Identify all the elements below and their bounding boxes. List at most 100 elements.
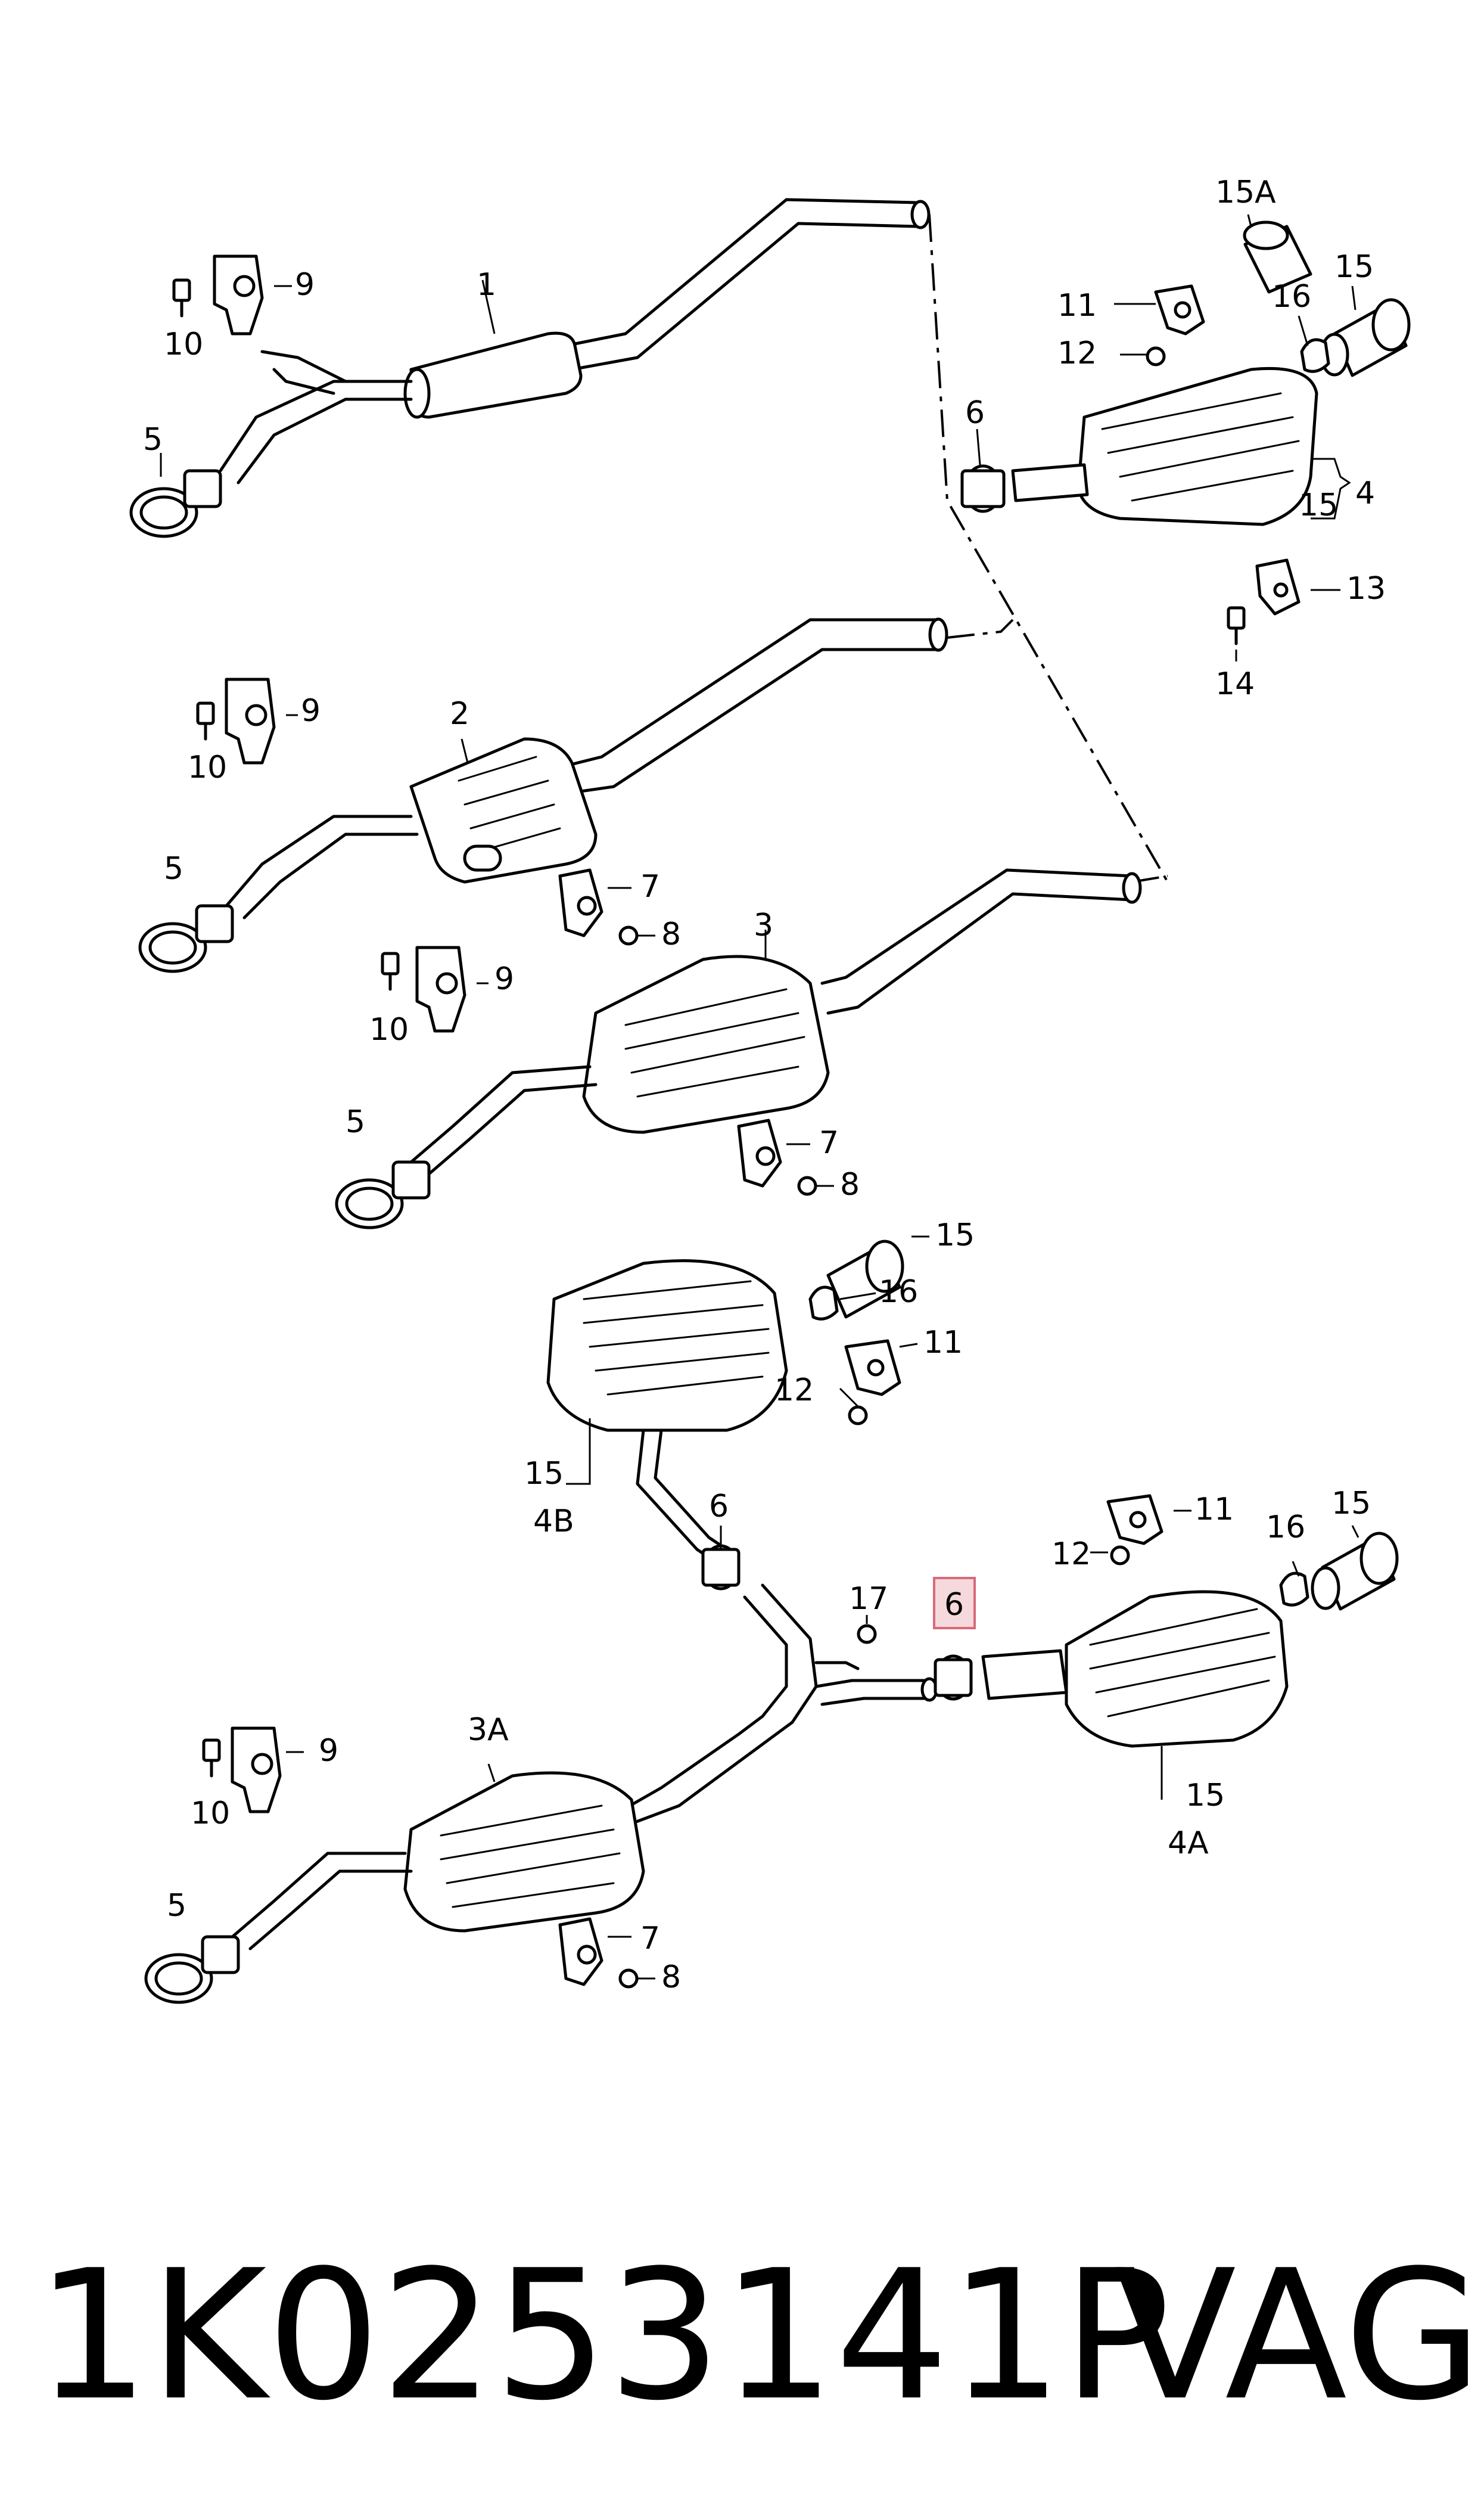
callout-9: 9: [295, 267, 315, 303]
callout-12: 12: [1057, 336, 1097, 371]
callout-9-c: 9: [494, 961, 514, 997]
callout-8-c: 8: [661, 1959, 681, 1995]
assembly-3-middle-silencer: [335, 868, 1142, 1229]
y-pipe: [618, 1583, 938, 1825]
callout-15b: 15: [1299, 487, 1338, 523]
callout-11: 11: [1057, 288, 1097, 324]
nut-8: [618, 925, 639, 946]
nut-12-b: [848, 1405, 868, 1425]
hanger-11: [1154, 284, 1205, 336]
clip-16-c: [1279, 1571, 1309, 1607]
callout-8: 8: [661, 917, 681, 952]
callout-11-c: 11: [1194, 1492, 1234, 1527]
clamp-5-b: [138, 904, 234, 973]
nut-17: [857, 1624, 877, 1644]
callout-10-d: 10: [191, 1796, 230, 1831]
callout-4B: 4B: [533, 1504, 574, 1539]
brand-name: VAG: [1114, 2232, 1483, 2440]
callout-15-f: 15: [1186, 1778, 1225, 1813]
callout-7-c: 7: [640, 1921, 660, 1956]
callout-4: 4: [1355, 476, 1375, 511]
assembly-1-front-silencer: [129, 198, 931, 538]
bolt-10: [172, 278, 191, 318]
nut-12: [1146, 346, 1166, 366]
clamp-6-b: [701, 1544, 741, 1591]
callout-15: 15: [1334, 249, 1374, 285]
clip-16-b: [808, 1285, 839, 1321]
callout-9-b: 9: [301, 693, 321, 729]
part-number: 1K0253141P: [36, 2232, 1171, 2440]
callout-2: 2: [450, 696, 469, 732]
hanger-9-b: [225, 678, 276, 765]
hanger-7-c: [558, 1917, 603, 1986]
callout-6-b: 6: [709, 1489, 729, 1524]
callout-15-c: 15: [935, 1217, 975, 1253]
bolt-10-b: [196, 701, 215, 741]
callout-16-b: 16: [879, 1274, 918, 1310]
callout-17: 17: [849, 1581, 888, 1617]
callout-10: 10: [164, 327, 203, 362]
assembly-3A-middle-silencer: [144, 1726, 645, 2004]
callout-labels: 1 9 10 5 15A 15 16 11 12 6 15 4 13 14 2 …: [143, 175, 1386, 1995]
callout-10-b: 10: [188, 750, 227, 785]
callout-5-b: 5: [164, 851, 183, 887]
bolt-14: [1227, 606, 1246, 645]
callout-14: 14: [1215, 666, 1255, 702]
clamp-6-highlighted: [934, 1654, 973, 1701]
tailpipe-15A: [1243, 220, 1312, 294]
clip-16: [1300, 338, 1330, 373]
callout-1: 1: [477, 267, 496, 303]
tailpipe-15-c: [1311, 1532, 1399, 1611]
callout-15-e: 15: [1331, 1486, 1371, 1521]
callout-12-b: 12: [774, 1372, 814, 1408]
tailpipe-15-b: [826, 1240, 904, 1319]
callout-7: 7: [640, 869, 660, 905]
callout-8-b: 8: [840, 1167, 860, 1203]
callout-5-d: 5: [167, 1888, 186, 1924]
assembly-2-middle-silencer: [138, 617, 948, 973]
clamp-5-c: [335, 1160, 431, 1229]
callout-5-c: 5: [346, 1104, 365, 1140]
callout-3A: 3A: [468, 1712, 509, 1748]
callout-12-c: 12: [1051, 1536, 1091, 1572]
hanger-9: [213, 254, 264, 336]
tailpipe-15: [1320, 298, 1411, 377]
callout-5: 5: [143, 422, 163, 458]
callout-6: 6: [965, 395, 985, 431]
callout-3: 3: [754, 908, 773, 943]
clamp-6-top: [960, 464, 1006, 513]
assembly-4A-rear-silencer: [981, 1494, 1399, 1748]
clamp-5-d: [144, 1935, 240, 2004]
leader-lines: [274, 214, 1359, 1980]
bracket-13: [1255, 558, 1301, 616]
hanger-11-c: [1106, 1494, 1163, 1545]
connection-line: [928, 214, 1169, 883]
connection-line: [947, 619, 1014, 639]
callout-11-b: 11: [923, 1325, 963, 1361]
assembly-4B-rear-silencer: [546, 1240, 904, 1591]
hanger-7-b: [737, 1119, 782, 1188]
bolt-10-d: [202, 1738, 221, 1778]
nut-8-c: [618, 1968, 639, 1989]
hanger-7: [558, 868, 603, 937]
bolt-10-c: [381, 952, 400, 991]
callout-15-d: 15: [524, 1456, 564, 1492]
callout-4A: 4A: [1168, 1825, 1209, 1861]
callout-15A: 15A: [1215, 175, 1276, 210]
nut-8-b: [797, 1176, 817, 1196]
clamp-5: [129, 469, 222, 538]
callout-10-c: 10: [369, 1012, 409, 1048]
callout-16-c: 16: [1266, 1509, 1305, 1545]
hanger-9-c: [415, 946, 466, 1033]
nut-12-c: [1110, 1545, 1130, 1566]
hanger-9-d: [231, 1726, 282, 1813]
callout-13: 13: [1346, 571, 1386, 607]
callout-16: 16: [1272, 279, 1311, 315]
highlight-box: [933, 1577, 976, 1629]
callout-9-d: 9: [319, 1733, 338, 1769]
callout-7-b: 7: [819, 1125, 839, 1161]
hanger-11-b: [844, 1339, 901, 1396]
assembly-4-rear-silencer: [960, 220, 1411, 645]
callout-6-highlighted: 6: [944, 1587, 964, 1623]
